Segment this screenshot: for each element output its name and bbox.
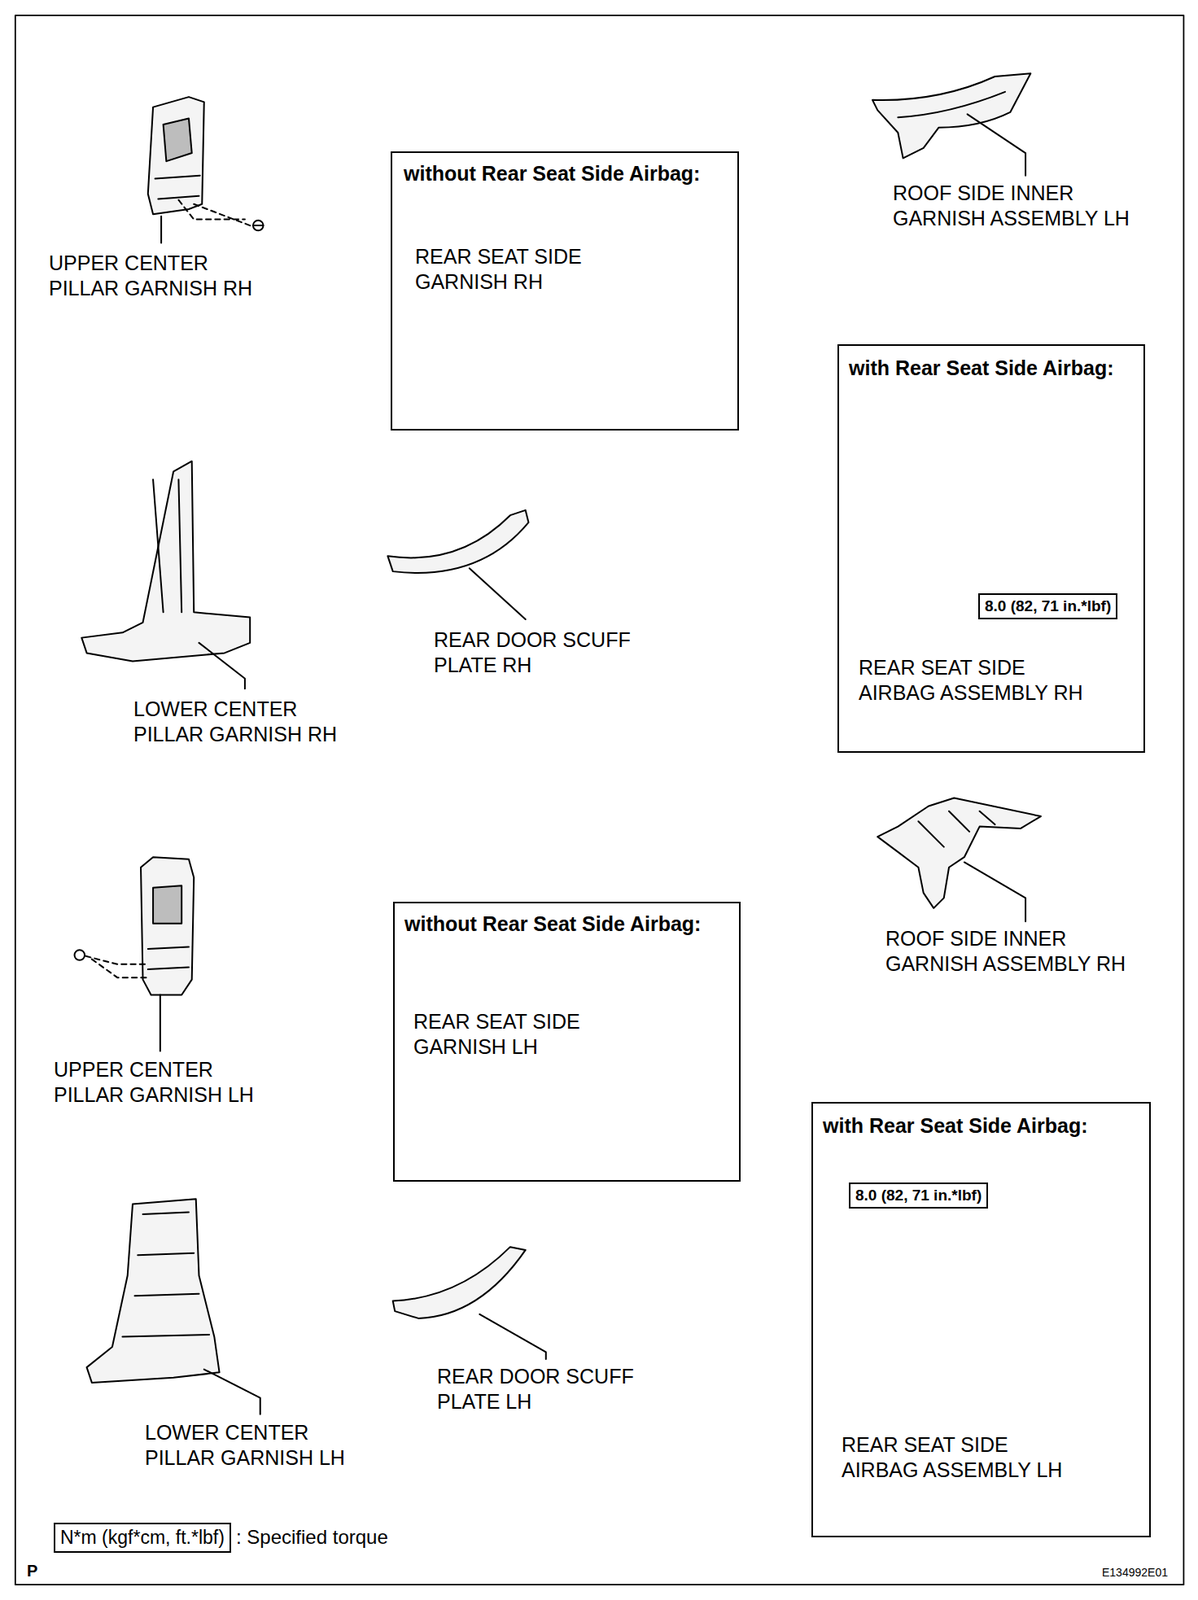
torque-value: 8.0 (82, 71 in.*lbf) [855, 1185, 982, 1206]
variant-box: without Rear Seat Side Airbag: REAR SEAT … [393, 901, 741, 1182]
part-label: REAR DOOR SCUFF PLATE LH [437, 1364, 649, 1416]
torque-unit: N*m (kgf*cm, ft.*lbf) [60, 1525, 225, 1550]
part-name: REAR SEAT SIDE AIRBAG ASSEMBLY RH [858, 655, 1095, 707]
variant-box: with Rear Seat Side Airbag: REAR SEAT SID… [837, 344, 1146, 753]
variant-box: with Rear Seat Side Airbag: REAR SEAT SID… [811, 1101, 1151, 1538]
part-name: REAR SEAT SIDE GARNISH LH [413, 1009, 601, 1061]
figure-code: P [26, 1560, 38, 1582]
part-label: ROOF SIDE INNER GARNISH ASSEMBLY LH [892, 180, 1154, 232]
variant-box: without Rear Seat Side Airbag: REAR SEAT … [390, 151, 739, 431]
box-heading: with Rear Seat Side Airbag: [848, 355, 1115, 381]
part-name: REAR SEAT SIDE AIRBAG ASSEMBLY LH [841, 1432, 1078, 1484]
part-label: REAR DOOR SCUFF PLATE RH [433, 627, 646, 679]
part-label: UPPER CENTER PILLAR GARNISH LH [53, 1057, 274, 1109]
torque-box: 8.0 (82, 71 in.*lbf) [848, 1182, 989, 1209]
torque-box: 8.0 (82, 71 in.*lbf) [978, 593, 1118, 620]
box-heading: without Rear Seat Side Airbag: [404, 911, 701, 937]
part-label: LOWER CENTER PILLAR GARNISH RH [133, 696, 354, 748]
part-label: UPPER CENTER PILLAR GARNISH RH [48, 250, 269, 302]
torque-value: 8.0 (82, 71 in.*lbf) [984, 596, 1111, 617]
part-name: REAR SEAT SIDE GARNISH RH [415, 244, 603, 296]
box-heading: without Rear Seat Side Airbag: [403, 161, 700, 187]
figure-code: E134992E01 [1101, 1565, 1168, 1581]
box-heading: with Rear Seat Side Airbag: [822, 1113, 1089, 1139]
legend-text: : Specified torque [236, 1525, 389, 1550]
part-label: ROOF SIDE INNER GARNISH ASSEMBLY RH [885, 926, 1146, 978]
legend-sample-box: N*m (kgf*cm, ft.*lbf) [53, 1522, 232, 1553]
part-label: LOWER CENTER PILLAR GARNISH LH [144, 1420, 365, 1472]
